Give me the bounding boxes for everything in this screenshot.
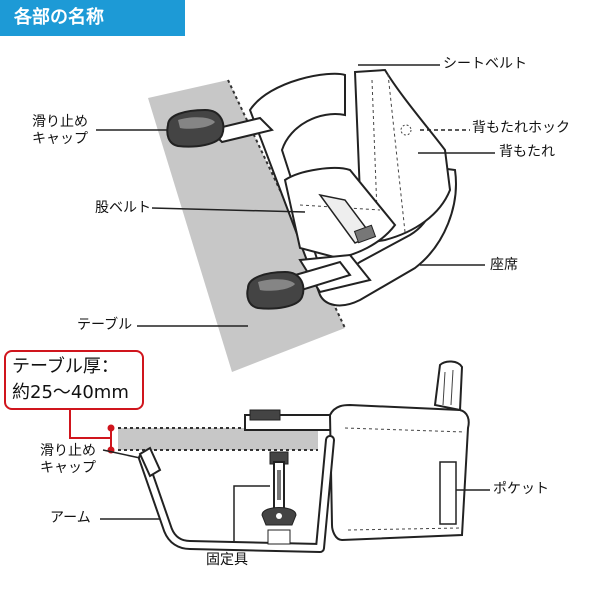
- chair-body-side: [328, 403, 470, 542]
- label-backrest-hook: 背もたれホック: [472, 120, 570, 136]
- cap-top-upper: [166, 108, 225, 148]
- label-anti-slip-cap-bottom-line2: キャップ: [40, 460, 96, 476]
- label-pocket: ポケット: [493, 481, 549, 497]
- label-arm: アーム: [50, 510, 91, 526]
- table-surface-side: [118, 428, 318, 450]
- label-seatbelt: シートベルト: [443, 56, 527, 72]
- table-thickness-callout: テーブル厚： 約25〜40mm: [4, 350, 144, 410]
- label-backrest: 背もたれ: [499, 144, 555, 160]
- label-table: テーブル: [77, 317, 133, 333]
- cap-bottom: [138, 446, 162, 478]
- label-seat: 座席: [490, 257, 518, 273]
- cap-top-lower: [246, 270, 305, 310]
- label-anti-slip-cap-top-line1: 滑り止め: [32, 114, 88, 130]
- label-anti-slip-cap-top-line2: キャップ: [32, 131, 88, 147]
- callout-line1: テーブル厚：: [12, 356, 119, 377]
- callout-line2: 約25〜40mm: [12, 382, 129, 403]
- pocket-shape: [439, 461, 457, 525]
- chair-frame: [248, 72, 457, 307]
- section-title: 各部の名称: [0, 0, 185, 36]
- label-anti-slip-cap-bottom-line1: 滑り止め: [40, 443, 96, 459]
- label-fixture: 固定具: [206, 552, 248, 568]
- seat-back: [353, 68, 452, 246]
- label-crotch-belt: 股ベルト: [95, 200, 151, 216]
